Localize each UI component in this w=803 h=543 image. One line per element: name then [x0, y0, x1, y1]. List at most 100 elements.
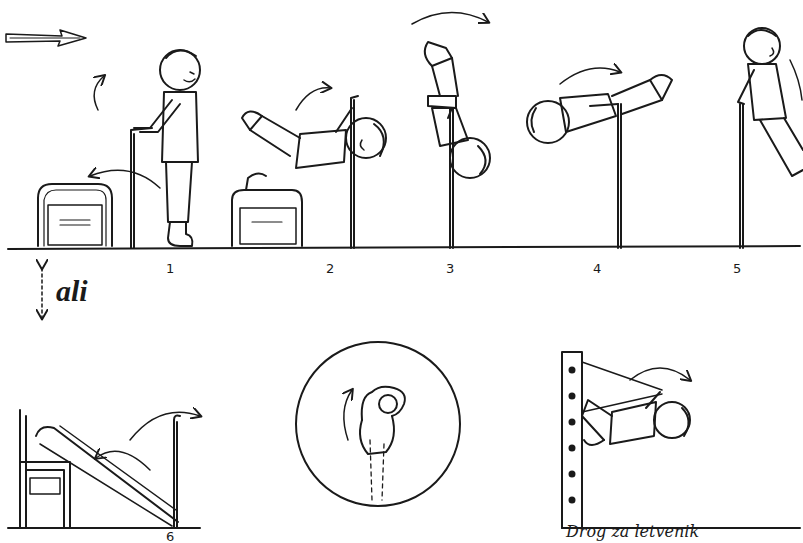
hole — [570, 472, 575, 477]
wall-bar-frame — [562, 352, 582, 528]
foot — [584, 440, 604, 445]
child-figure — [582, 392, 690, 445]
child-figure — [738, 28, 803, 176]
floor-line — [8, 527, 200, 529]
arm — [336, 108, 352, 132]
alternative-note: ali — [56, 276, 88, 306]
motion-arrow — [344, 390, 352, 440]
box-top — [232, 190, 302, 246]
hole — [570, 394, 575, 399]
legs — [432, 58, 458, 96]
legs — [582, 400, 612, 440]
chair-part — [30, 478, 60, 494]
face — [360, 140, 364, 150]
bar-post — [618, 104, 621, 248]
legs — [250, 116, 300, 156]
box-padding — [44, 190, 106, 246]
motion-arrow — [94, 76, 104, 110]
bar-post — [740, 104, 743, 248]
callout-number: 5 — [733, 262, 741, 275]
head — [450, 138, 490, 178]
legs — [612, 80, 662, 114]
arm — [134, 100, 172, 128]
motion-arrow — [130, 412, 200, 440]
head — [160, 50, 200, 90]
motion-arrow — [560, 68, 620, 84]
hole — [570, 498, 575, 503]
inclined-board — [36, 427, 178, 522]
motion-arrow — [90, 170, 160, 188]
bar-post — [450, 108, 453, 248]
head — [744, 28, 780, 64]
callout-number: 6 — [166, 530, 174, 543]
arm-outline — [370, 440, 384, 500]
foot — [425, 42, 452, 66]
head — [346, 118, 386, 158]
legs — [428, 96, 456, 108]
arm — [646, 392, 660, 408]
hair — [166, 50, 196, 58]
arm — [590, 104, 618, 106]
torso — [296, 130, 346, 168]
legs — [760, 118, 803, 176]
vaulting-box — [38, 184, 112, 246]
box-top — [38, 184, 112, 246]
motion-arrow — [790, 60, 802, 100]
head — [654, 402, 690, 438]
box-handle — [60, 220, 90, 225]
alternative-arrow — [41, 268, 43, 318]
foot — [246, 173, 266, 190]
motion-arrow — [96, 451, 150, 470]
foot — [650, 75, 672, 100]
hair — [682, 408, 689, 436]
hole — [570, 446, 575, 451]
box-handle — [252, 221, 282, 222]
head — [527, 101, 569, 143]
hole — [570, 368, 575, 373]
face — [184, 72, 195, 82]
motion-arrow — [412, 12, 488, 24]
box-body — [48, 205, 102, 245]
box-body — [240, 208, 296, 244]
foot — [242, 111, 262, 130]
hand — [360, 416, 394, 454]
legs — [166, 162, 192, 222]
bar-post — [351, 96, 358, 248]
hand — [362, 387, 405, 420]
direction-arrow — [6, 30, 86, 46]
caption-note: Drog za letvenik — [566, 524, 699, 540]
inclined-board — [40, 426, 176, 526]
motion-arrow — [296, 88, 330, 110]
bar-post — [174, 416, 180, 529]
torso — [162, 92, 198, 162]
child-figure — [242, 108, 386, 190]
vaulting-box — [232, 190, 302, 246]
torso — [560, 94, 616, 132]
face — [770, 48, 774, 56]
callout-number: 1 — [166, 262, 174, 275]
hair — [748, 30, 776, 36]
callout-number: 4 — [593, 262, 601, 275]
motion-arrow — [630, 368, 690, 380]
wall-bars — [562, 352, 582, 528]
floor-line — [8, 246, 800, 249]
hair — [531, 108, 536, 132]
arm — [448, 108, 452, 118]
arm — [738, 70, 754, 104]
arm — [140, 104, 180, 132]
torso — [610, 402, 656, 444]
direction-arrow-line — [10, 38, 80, 39]
callout-number: 3 — [446, 262, 454, 275]
bar-section — [379, 395, 397, 413]
bar-post — [131, 128, 152, 248]
hole — [570, 420, 575, 425]
hair — [478, 146, 486, 174]
grip-detail — [344, 387, 405, 500]
detail-circle — [296, 342, 460, 506]
child-figure — [527, 75, 672, 143]
callout-number: 2 — [326, 262, 334, 275]
child-figure — [134, 50, 200, 246]
child-figure — [425, 42, 490, 178]
